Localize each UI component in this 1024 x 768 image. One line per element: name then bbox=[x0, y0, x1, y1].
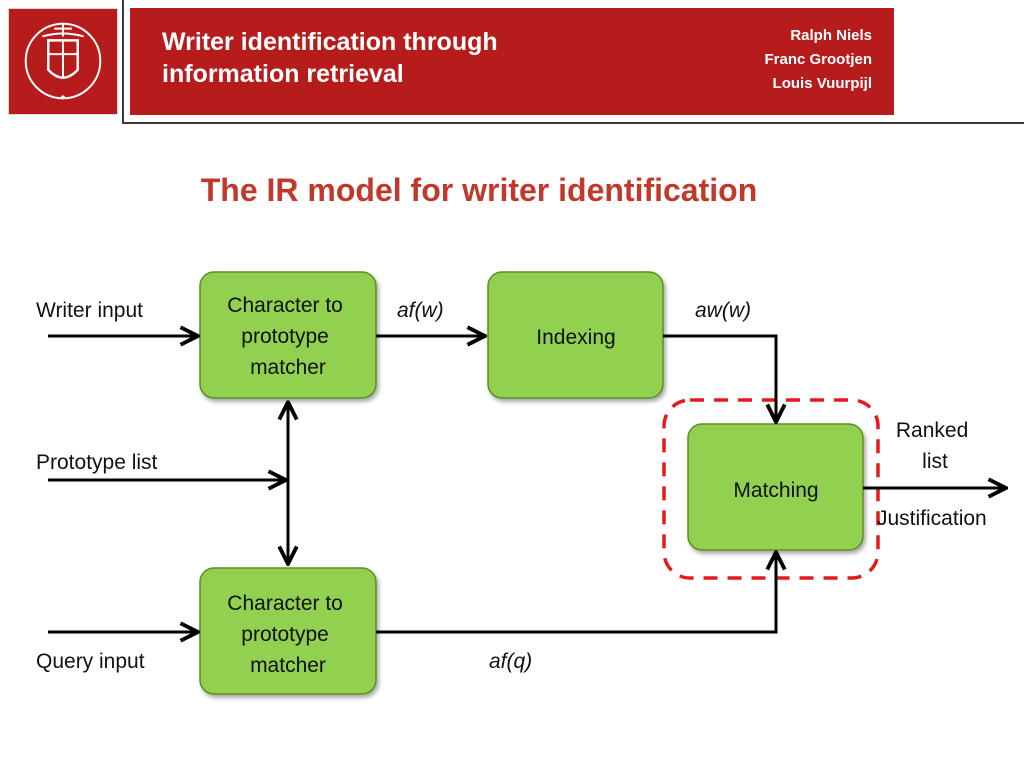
author-3: Louis Vuurpijl bbox=[772, 75, 872, 92]
node-matcher-top-label: Character to prototype matcher bbox=[227, 294, 348, 379]
author-list: Ralph Niels Franc Grootjen Louis Vuurpij… bbox=[764, 24, 872, 96]
node-matcher-bottom-label: Character to prototype matcher bbox=[227, 592, 348, 677]
presentation-title: Writer identification through informatio… bbox=[162, 26, 602, 90]
node-indexing-label: Indexing bbox=[536, 326, 615, 349]
university-logo bbox=[8, 8, 118, 115]
presentation-title-line-2: information retrieval bbox=[162, 60, 404, 88]
label-ranked-list: Ranked list bbox=[896, 419, 974, 473]
label-justification: Justification bbox=[877, 507, 987, 530]
label-query-input: Query input bbox=[36, 650, 145, 673]
edge-aww bbox=[663, 334, 776, 422]
presentation-title-line-1: Writer identification through bbox=[162, 28, 498, 56]
seal-icon bbox=[24, 22, 102, 100]
label-afw: af(w) bbox=[397, 299, 444, 322]
edge-afq bbox=[376, 552, 776, 634]
slide-title: The IR model for writer identification bbox=[200, 172, 758, 208]
label-prototype-list: Prototype list bbox=[36, 451, 158, 474]
author-1: Ralph Niels bbox=[790, 27, 872, 44]
label-aww: aw(w) bbox=[695, 299, 751, 322]
label-writer-input: Writer input bbox=[36, 299, 143, 322]
node-matching-label: Matching bbox=[733, 479, 818, 502]
author-2: Franc Grootjen bbox=[764, 51, 872, 68]
title-band: Writer identification through informatio… bbox=[130, 8, 894, 115]
header-separator bbox=[122, 0, 124, 124]
label-afq: af(q) bbox=[489, 650, 532, 673]
